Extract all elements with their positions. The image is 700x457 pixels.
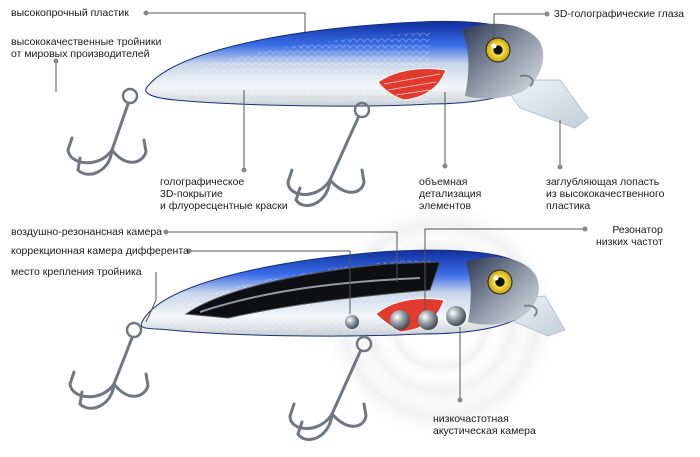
leader-dots — [53, 10, 588, 403]
label-resonator-line1: Резонатор — [612, 224, 663, 236]
label-coating: голографическое 3D-покрытие и флуоресцен… — [160, 176, 288, 212]
label-air-chamber: воздушно-резонансная камера — [11, 226, 163, 238]
diving-lip — [499, 79, 589, 129]
leader-lines — [55, 12, 583, 398]
label-resonator-line2: низких частот — [596, 236, 663, 248]
label-acoustic-line1: низкочастотная — [433, 413, 509, 425]
label-detail: объемная детализация элементов — [419, 176, 481, 212]
label-coating-line1: голографическое — [160, 176, 245, 188]
label-hooks-line2: от мировых производителей — [11, 48, 150, 60]
front-treble-hook — [66, 87, 148, 176]
rear-treble-hook — [288, 335, 373, 441]
label-detail-line3: элементов — [419, 200, 472, 212]
bottom-lure — [68, 200, 566, 441]
label-lip-line3: пластика — [546, 200, 591, 212]
gill-fin — [377, 68, 447, 101]
eye-icon — [487, 269, 513, 295]
label-acoustic: низкочастотная акустическая камера — [433, 413, 536, 437]
label-acoustic-line2: акустическая камера — [433, 425, 536, 437]
rattle-ball — [418, 310, 438, 330]
label-plastic: высокопрочный пластик — [11, 7, 129, 19]
rattle-ball — [446, 306, 466, 326]
top-lure — [66, 20, 589, 207]
label-lip-line1: заглубляющая лопасть — [546, 176, 660, 188]
air-resonance-chamber — [184, 261, 441, 319]
label-hook-mount: место крепления тройника — [11, 266, 142, 278]
label-coating-line3: и флуоресцентные краски — [160, 200, 288, 212]
label-detail-line2: детализация — [419, 188, 482, 200]
front-treble-hook — [68, 321, 150, 410]
label-detail-line1: объемная — [419, 176, 468, 188]
rear-treble-hook — [286, 101, 371, 207]
label-trim-chamber: коррекционная камера дифферента — [11, 245, 189, 257]
label-hooks-line1: высококачественные тройники — [11, 36, 162, 48]
label-coating-line2: 3D-покрытие — [160, 188, 223, 200]
rattle-ball — [390, 310, 410, 330]
label-eyes: 3D-голографические глаза — [554, 8, 685, 20]
label-hooks: высококачественные тройники от мировых п… — [11, 36, 161, 60]
eye-icon — [485, 37, 511, 63]
label-resonator: Резонатор низких частот — [596, 224, 663, 248]
label-lip-line2: из высококачественного — [546, 188, 665, 200]
label-lip: заглубляющая лопасть из высококачественн… — [546, 176, 664, 212]
trim-ball — [345, 315, 359, 329]
